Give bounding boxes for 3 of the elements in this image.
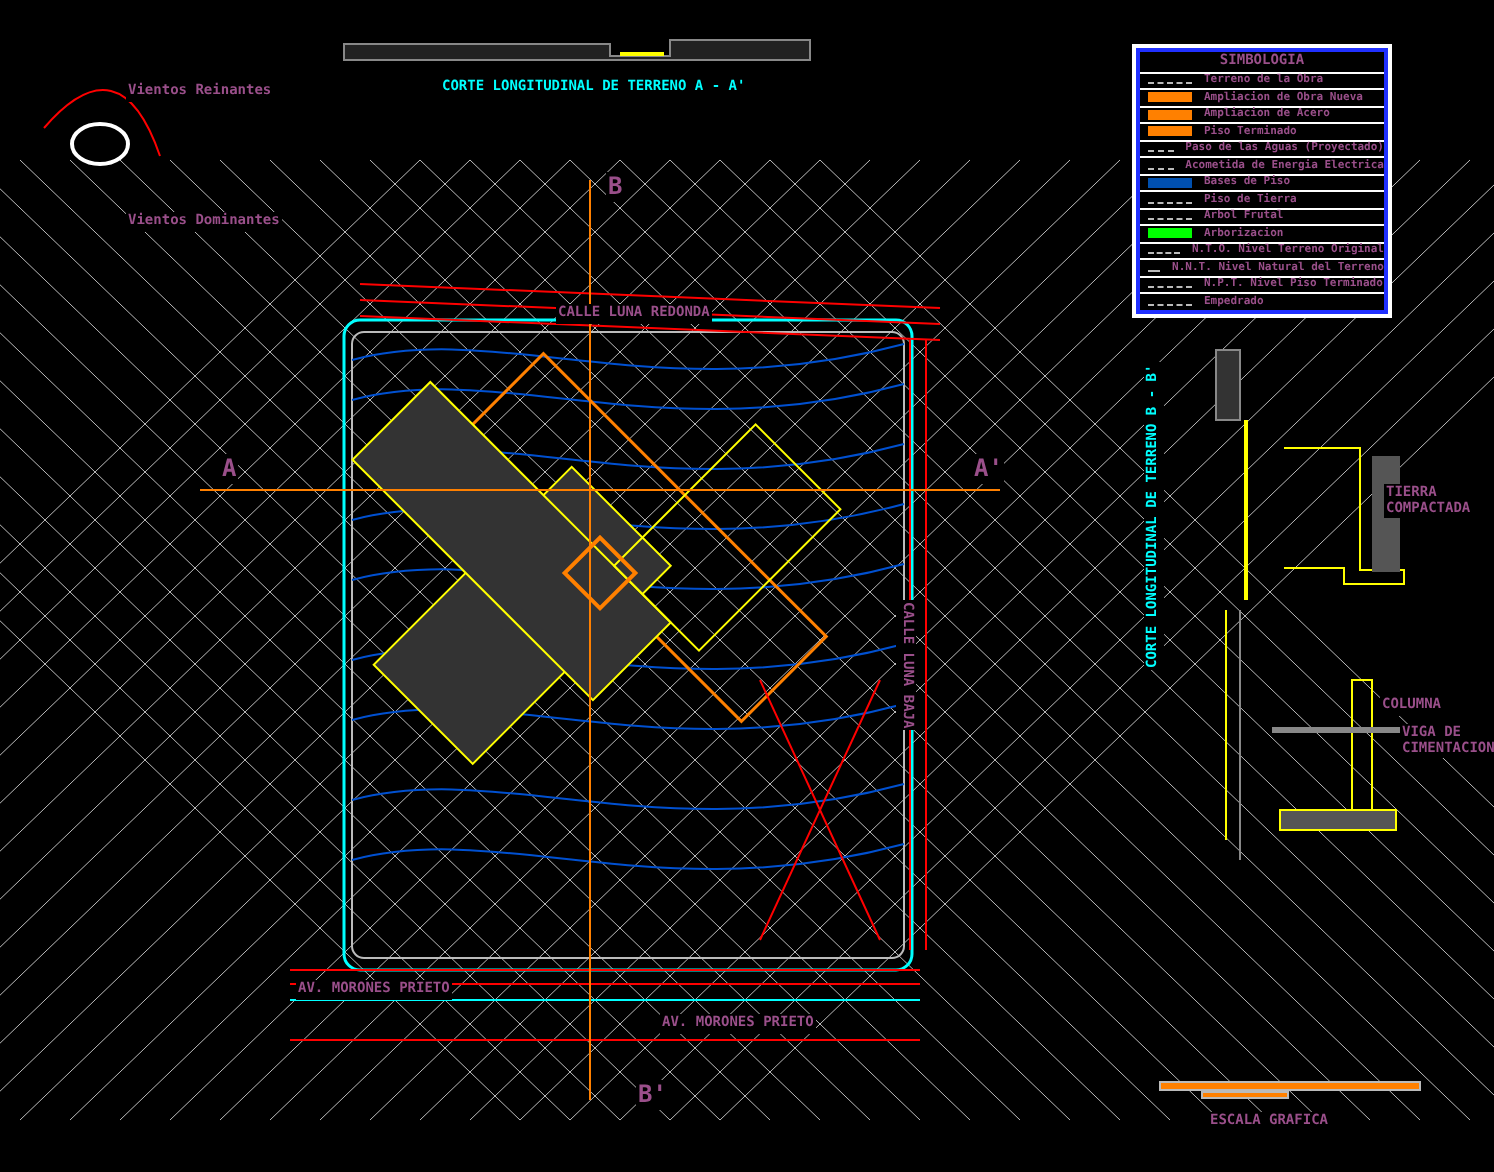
section-mark: B [606,172,625,203]
section-mark: A [220,454,239,485]
section-mark: A' [972,454,1005,485]
